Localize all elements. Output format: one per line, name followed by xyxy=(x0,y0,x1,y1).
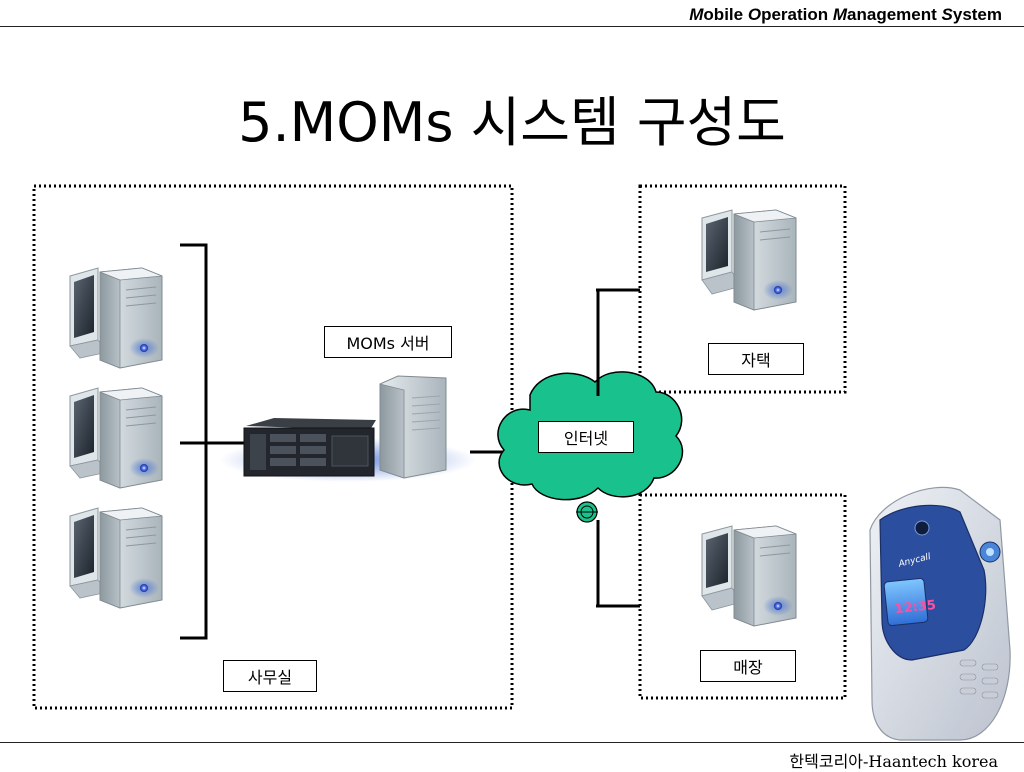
office-pc-2 xyxy=(69,387,163,489)
footer-divider xyxy=(0,742,1024,743)
header-title: Mobile Operation Management System xyxy=(689,5,1002,25)
office-pc-1 xyxy=(69,267,163,369)
internet-label: 인터넷 xyxy=(538,421,634,453)
header-divider xyxy=(0,26,1024,27)
moms-server-label: MOMs 서버 xyxy=(324,326,452,358)
header-initial-2: O xyxy=(747,5,762,24)
office-pc-3 xyxy=(69,507,163,609)
header-word-3: anagement xyxy=(847,5,937,24)
header-initial-1: M xyxy=(689,5,704,24)
moms-server xyxy=(220,375,476,482)
home-pc xyxy=(701,209,797,311)
header-initial-3: M xyxy=(832,5,848,24)
header-word-2: peration xyxy=(761,5,829,24)
footer-company: 한텍코리아-Haantech korea xyxy=(789,752,998,771)
header-word-1: obile xyxy=(703,5,744,24)
phone-clock: 12:35 xyxy=(894,598,937,617)
header-word-4: ystem xyxy=(952,5,1002,24)
mobile-phone: 12:35 Anycall xyxy=(869,486,1011,741)
store-boundary xyxy=(638,493,847,700)
office-label: 사무실 xyxy=(223,660,317,692)
home-label: 자택 xyxy=(708,343,804,375)
store-label: 매장 xyxy=(700,650,796,682)
slide-title: 5.MOMs 시스템 구성도 xyxy=(238,91,786,154)
header-initial-4: S xyxy=(941,5,953,24)
store-pc xyxy=(701,525,797,627)
